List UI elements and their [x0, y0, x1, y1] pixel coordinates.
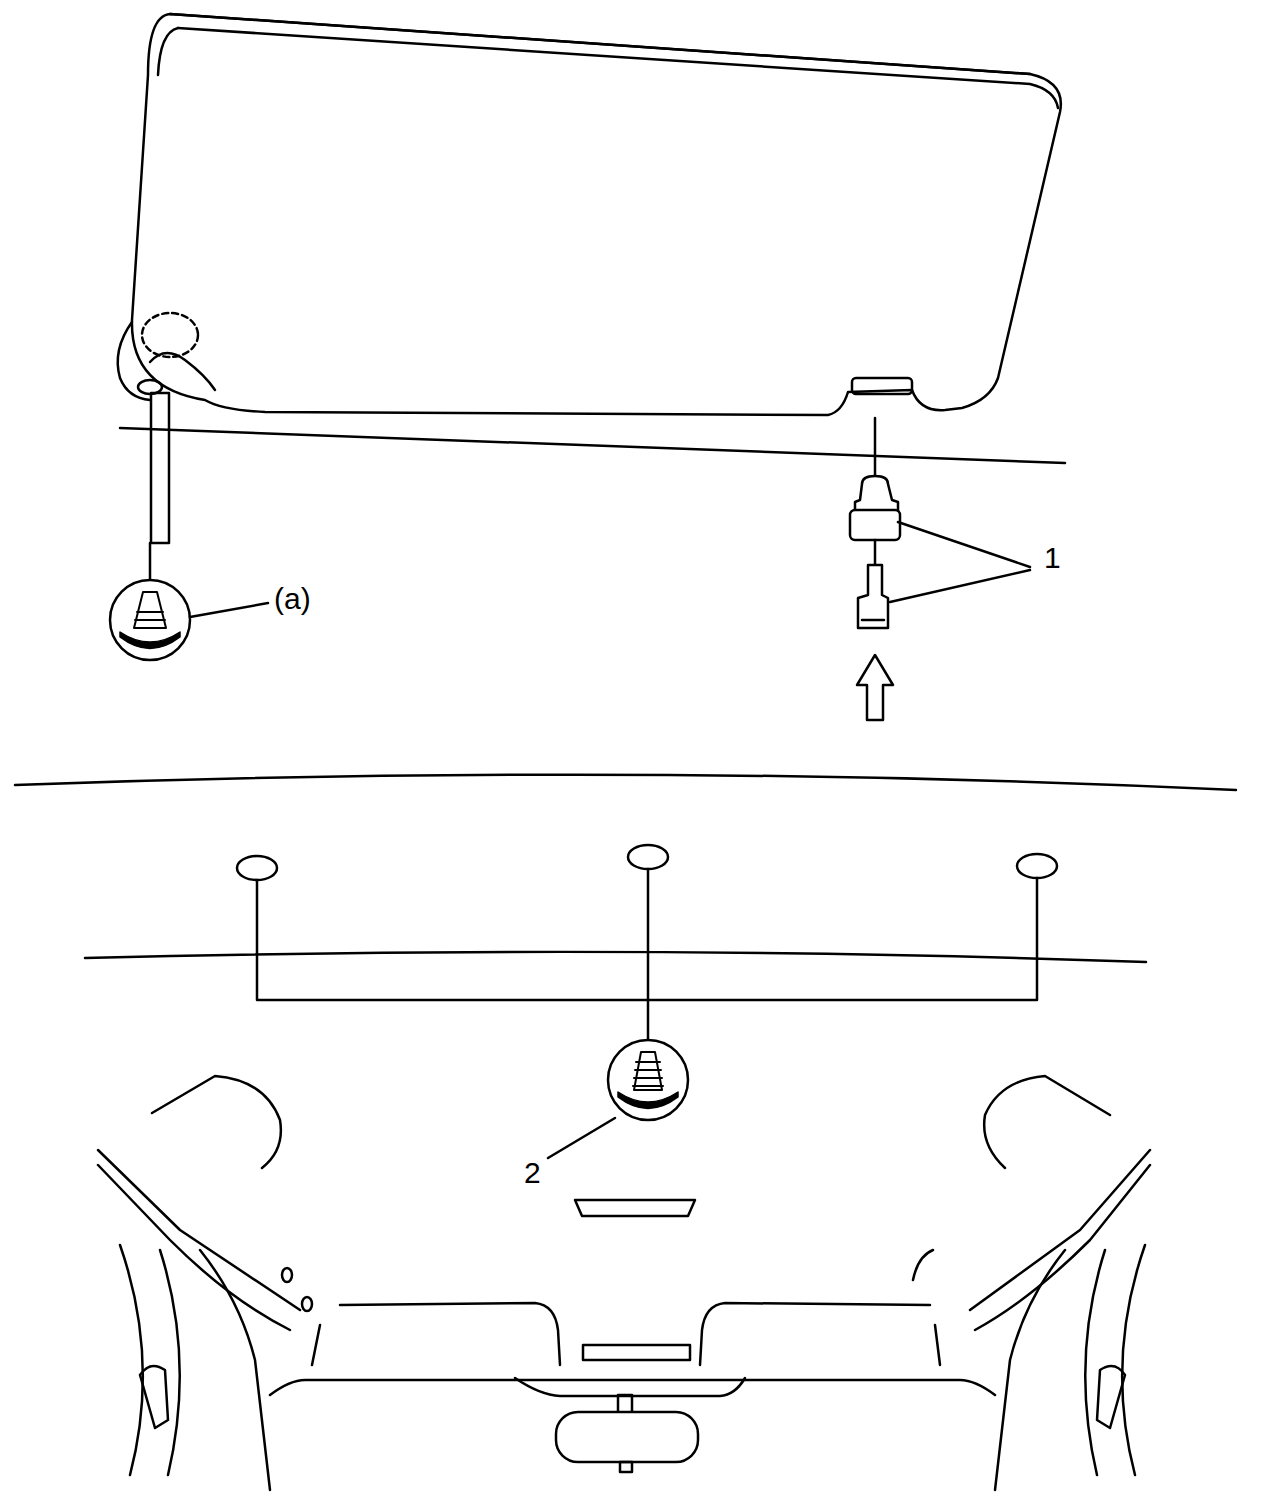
callout-number: 1: [1044, 543, 1061, 573]
part-label: (a): [274, 584, 311, 614]
callout-number: 2: [524, 1158, 541, 1188]
